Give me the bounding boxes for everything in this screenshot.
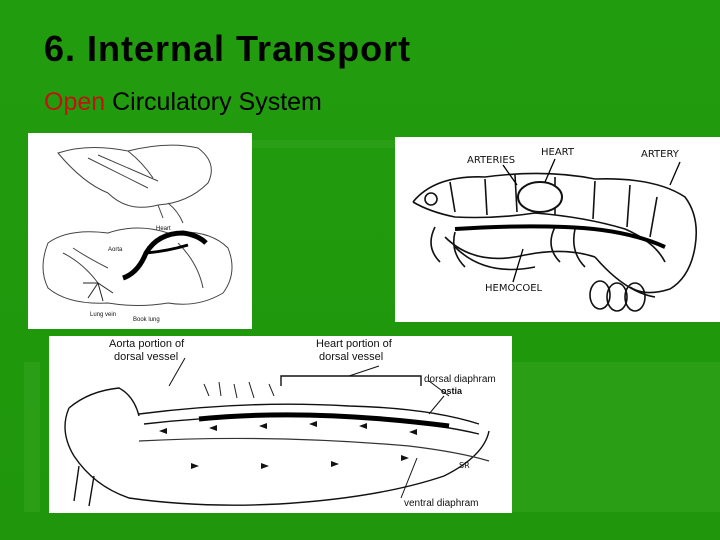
insect-label-heart-portion-line1: Heart portion of (316, 338, 393, 350)
insect-label-sr: SR (459, 461, 470, 470)
slide-subtitle: Open Circulatory System (44, 88, 322, 117)
crayfish-label-arteries: ARTERIES (467, 155, 515, 166)
decor-strip-top (248, 140, 398, 148)
subtitle-rest: Circulatory System (105, 88, 322, 116)
insect-diagram-drawing: Aorta portion of dorsal vessel Heart por… (49, 336, 512, 513)
crayfish-diagram: ARTERIES HEART ARTERY HEMOCOEL (395, 137, 720, 322)
spider-diagram: Heart Aorta Lung vein Book lung (28, 133, 252, 329)
spider-label-aorta: Aorta (108, 247, 123, 253)
spider-label-heart: Heart (156, 226, 171, 232)
crayfish-label-heart: HEART (541, 147, 575, 158)
spider-label-lung-vein: Lung vein (90, 312, 116, 318)
crayfish-label-hemocoel: HEMOCOEL (485, 283, 543, 294)
crayfish-label-artery: ARTERY (641, 149, 680, 160)
insect-label-aorta-portion-line1: Aorta portion of (109, 338, 185, 350)
insect-label-ostia: ostia (441, 386, 463, 396)
subtitle-highlight: Open (44, 88, 105, 116)
slide-title: 6. Internal Transport (44, 28, 411, 70)
insect-label-aorta-portion-line2: dorsal vessel (114, 351, 178, 363)
spider-label-book-lung: Book lung (133, 317, 160, 323)
insect-label-heart-portion-line2: dorsal vessel (319, 351, 383, 363)
spider-diagram-drawing: Heart Aorta Lung vein Book lung (28, 133, 252, 329)
crayfish-diagram-drawing: ARTERIES HEART ARTERY HEMOCOEL (395, 137, 720, 322)
insect-label-ventral-diaphragm: ventral diaphram (404, 498, 478, 509)
insect-label-dorsal-diaphragm: dorsal diaphram (424, 374, 496, 385)
insect-diagram: Aorta portion of dorsal vessel Heart por… (49, 336, 512, 513)
decor-strip-right (512, 362, 720, 512)
decor-strip-left (24, 362, 40, 512)
